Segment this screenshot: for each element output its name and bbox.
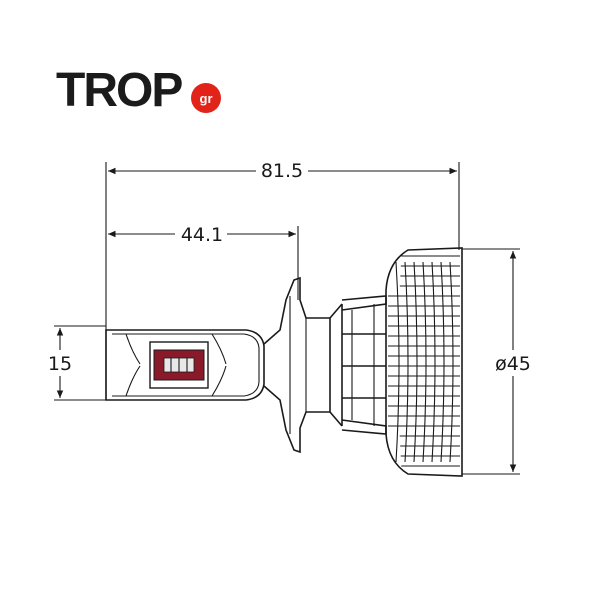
heatsink-rib — [449, 261, 454, 463]
trop-logo: TROP gr — [56, 64, 221, 114]
bulb-base-flange — [263, 276, 343, 454]
heatsink-rib — [431, 261, 436, 463]
heatsink-rib — [440, 261, 445, 463]
heatsink-rib — [395, 261, 400, 463]
extension-lines — [54, 162, 520, 475]
dimension-led-height: 15 — [46, 328, 74, 398]
dim-label-height: 15 — [48, 353, 72, 375]
dimension-diameter: ø45 — [488, 251, 538, 472]
heatsink-rib — [404, 261, 409, 463]
heatsink-rib — [422, 261, 427, 463]
dim-label-base: 44.1 — [181, 224, 223, 246]
dimension-base-to-flange: 44.1 — [108, 222, 296, 246]
dim-label-diameter: ø45 — [495, 353, 531, 375]
heatsink-rib — [413, 261, 418, 463]
logo-suffix-text: gr — [200, 91, 213, 106]
heatsink — [385, 247, 463, 477]
retaining-cage — [341, 295, 387, 435]
logo-suffix-badge — [191, 83, 221, 113]
logo-brand-text: TROP — [56, 64, 182, 114]
heatsink-fins — [388, 255, 460, 467]
dim-label-overall: 81.5 — [261, 160, 303, 182]
dimension-overall-length: 81.5 — [108, 158, 457, 182]
led-head — [105, 329, 265, 401]
